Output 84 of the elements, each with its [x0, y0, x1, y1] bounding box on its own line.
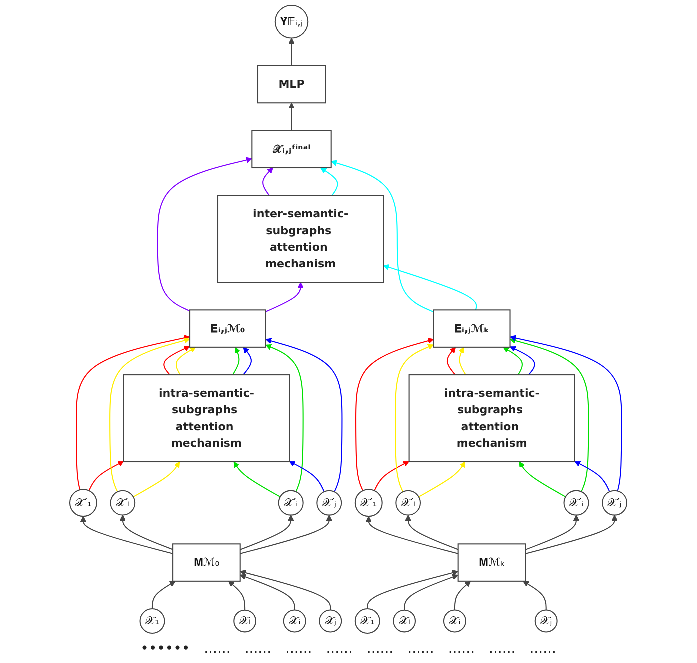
node-circle: 𝒳′ⱼ: [316, 490, 342, 516]
node-circle: 𝒳ₗ: [393, 610, 416, 633]
ellipsis-label: ••••••: [140, 641, 190, 657]
node-box: MLP: [257, 65, 326, 104]
ellipsis-label: ......: [448, 641, 476, 657]
arrow: [404, 574, 459, 610]
arrow: [510, 346, 536, 376]
node-circle: 𝒳ᵢ: [443, 610, 466, 633]
node-circle: 𝒳′ₗ: [396, 490, 422, 516]
ellipsis-label: ......: [530, 641, 556, 657]
node-box: 𝐄ᵢ,ⱼℳₖ: [433, 310, 511, 348]
arrow: [526, 515, 580, 550]
node-circle: 𝒳₁: [140, 608, 166, 634]
node-circle: 𝒳′ᵢ: [278, 490, 304, 516]
node-circle: 𝒳ⱼ: [319, 610, 342, 633]
node-box: 𝒳ᵢ,ⱼᶠⁱⁿᵃˡ: [252, 130, 332, 169]
arrow: [418, 462, 466, 498]
arrow: [510, 338, 590, 492]
node-box: 𝐄ᵢ,ⱼℳ₀: [190, 310, 266, 348]
node-circle: 𝒳′ᵢ: [564, 490, 590, 516]
node-box: 𝐌ℳ₀: [172, 544, 241, 582]
ellipsis-label: ......: [326, 641, 353, 657]
arrow: [240, 570, 332, 610]
arrow: [503, 347, 523, 376]
ellipsis-label: ......: [366, 641, 394, 657]
arrow: [374, 461, 410, 492]
arrow: [454, 581, 472, 610]
arrow: [157, 157, 252, 312]
node-box: 𝐌ℳₖ: [458, 544, 526, 582]
arrow: [289, 461, 325, 492]
arrow: [266, 338, 343, 492]
arrow: [76, 335, 190, 490]
arrow: [176, 347, 196, 376]
node-circle: 𝒳′₁: [354, 489, 383, 518]
arrow: [366, 516, 458, 554]
node-circle: 𝒳′₁: [69, 489, 98, 518]
arrow: [88, 461, 124, 492]
ellipsis-label: ......: [489, 641, 516, 657]
arrow: [110, 338, 190, 492]
arrow: [133, 462, 180, 498]
arrow: [240, 515, 294, 550]
arrow: [356, 338, 434, 492]
arrow: [240, 574, 296, 610]
node-circle: 𝒳ⱼ: [534, 610, 558, 633]
arrow: [394, 344, 434, 492]
arrow: [266, 282, 304, 312]
ellipsis-label: ......: [286, 641, 312, 657]
node-circle: 𝒳ₗ: [234, 610, 256, 633]
arrow: [405, 514, 459, 550]
arrow: [232, 347, 240, 376]
arrow: [242, 347, 252, 376]
arrow: [266, 344, 304, 492]
node-circle: 𝒳ᵢ: [283, 610, 306, 633]
ellipsis-label: ......: [204, 641, 231, 657]
arrow: [120, 514, 174, 550]
arrow: [152, 581, 176, 610]
arrow: [262, 168, 274, 196]
arrow: [574, 461, 610, 492]
arrow: [288, 38, 295, 66]
arrow: [510, 335, 622, 492]
arrow: [526, 515, 618, 554]
arrow: [164, 346, 190, 376]
node-box: inter-semantic-subgraphs attention mechanism: [217, 195, 384, 284]
node-circle: 𝐘̄𝔼ᵢ,ⱼ: [274, 5, 309, 39]
arrow: [367, 570, 459, 610]
arrow: [234, 462, 281, 498]
arrow: [446, 347, 456, 376]
arrow: [458, 347, 466, 376]
arrow: [331, 160, 434, 313]
ellipsis-label: ......: [408, 641, 434, 657]
arrow: [288, 102, 295, 131]
node-circle: 𝒳₁: [354, 608, 380, 634]
arrow: [383, 264, 478, 310]
arrow: [320, 168, 338, 196]
arrow: [519, 462, 566, 498]
ellipsis-label: ......: [244, 641, 272, 657]
node-box: intra-semantic-subgraphs attention mechanism: [408, 374, 576, 463]
arrow: [80, 516, 174, 554]
node-circle: 𝒳′ₗ: [110, 490, 136, 516]
arrow: [228, 581, 246, 610]
node-circle: 𝒳′ⱼ: [602, 490, 628, 516]
node-box: intra-semantic-subgraphs attention mechanism: [123, 374, 290, 463]
arrow: [240, 515, 332, 554]
arrow: [523, 581, 547, 610]
